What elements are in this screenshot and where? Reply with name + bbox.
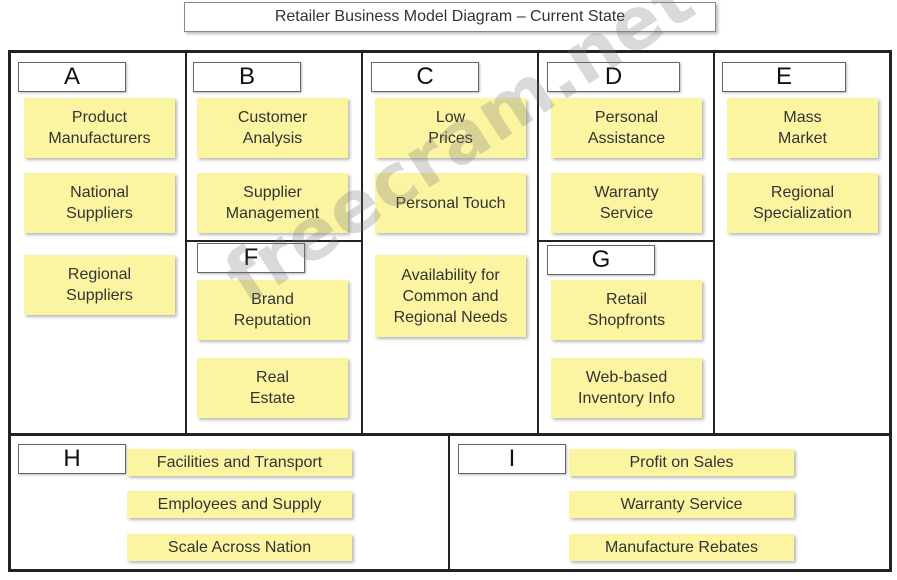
divider-b-c — [361, 52, 363, 434]
divider-top-bottom — [10, 433, 890, 436]
divider-b-f — [186, 240, 362, 242]
note-availability: Availability for Common and Regional Nee… — [375, 255, 526, 337]
note-manufacture-rebates: Manufacture Rebates — [569, 534, 794, 561]
divider-d-g — [538, 240, 714, 242]
note-facilities-transport: Facilities and Transport — [127, 449, 352, 476]
section-label-i: I — [458, 444, 566, 474]
note-regional-suppliers: Regional Suppliers — [24, 255, 175, 315]
section-label-e: E — [722, 62, 846, 92]
divider-c-d — [537, 52, 539, 434]
note-mass-market: Mass Market — [727, 98, 878, 158]
note-scale-across-nation: Scale Across Nation — [127, 534, 352, 561]
section-label-h: H — [18, 444, 126, 474]
diagram-title: Retailer Business Model Diagram – Curren… — [184, 2, 716, 32]
note-brand-reputation: Brand Reputation — [197, 280, 348, 340]
note-web-inventory: Web-based Inventory Info — [551, 358, 702, 418]
note-warranty-service-i: Warranty Service — [569, 491, 794, 518]
note-customer-analysis: Customer Analysis — [197, 98, 348, 158]
section-label-b: B — [193, 62, 301, 92]
note-low-prices: Low Prices — [375, 98, 526, 158]
section-label-c: C — [371, 62, 479, 92]
divider-a-b — [185, 52, 187, 434]
note-regional-specialization: Regional Specialization — [727, 173, 878, 233]
note-product-manufacturers: Product Manufacturers — [24, 98, 175, 158]
section-label-g: G — [547, 245, 655, 275]
note-retail-shopfronts: Retail Shopfronts — [551, 280, 702, 340]
section-label-f: F — [197, 243, 305, 273]
note-personal-assistance: Personal Assistance — [551, 98, 702, 158]
note-supplier-management: Supplier Management — [197, 173, 348, 233]
note-employees-supply: Employees and Supply — [127, 491, 352, 518]
divider-h-i — [448, 434, 450, 570]
section-label-a: A — [18, 62, 126, 92]
note-national-suppliers: National Suppliers — [24, 173, 175, 233]
note-personal-touch: Personal Touch — [375, 173, 526, 233]
divider-d-e — [713, 52, 715, 434]
note-profit-on-sales: Profit on Sales — [569, 449, 794, 476]
section-label-d: D — [547, 62, 680, 92]
note-warranty-service-d: Warranty Service — [551, 173, 702, 233]
note-real-estate: Real Estate — [197, 358, 348, 418]
